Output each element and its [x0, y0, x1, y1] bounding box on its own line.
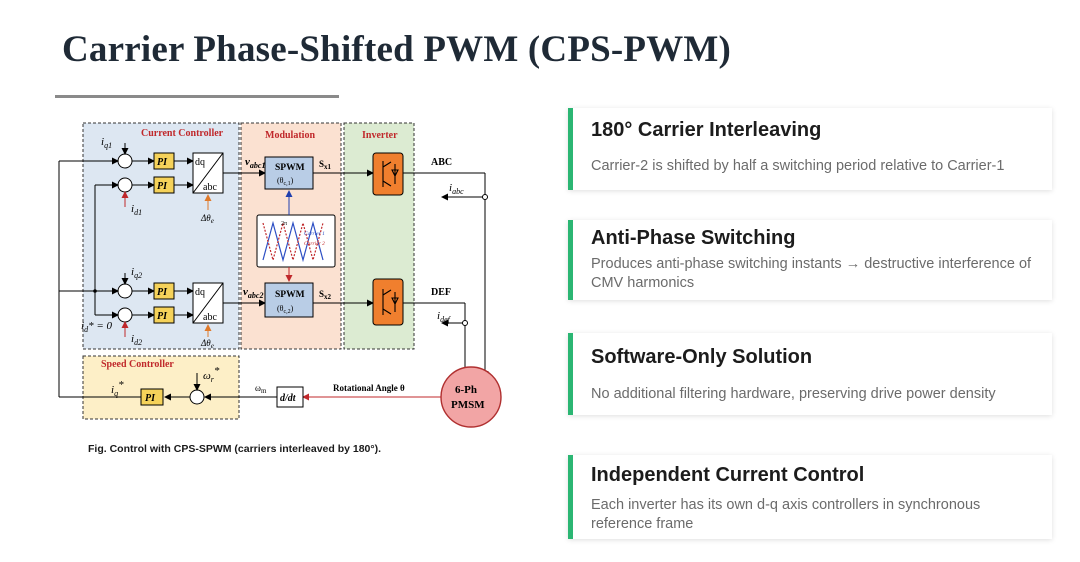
svg-text:iq2: iq2	[131, 266, 142, 280]
card-anti-phase-switching: Anti-Phase Switching Produces anti-phase…	[568, 220, 1052, 300]
svg-text:iq1: iq1	[101, 136, 112, 150]
svg-text:id2: id2	[131, 333, 142, 347]
sum-junction-d2	[117, 307, 133, 323]
page-title: Carrier Phase-Shifted PWM (CPS-PWM)	[62, 29, 732, 70]
svg-text:Carrier 2: Carrier 2	[304, 241, 325, 247]
svg-text:PI: PI	[157, 311, 168, 322]
svg-text:abc: abc	[203, 182, 217, 193]
card-text: No additional filtering hardware, preser…	[591, 386, 996, 402]
svg-text:6-Ph: 6-Ph	[455, 384, 477, 396]
title-underline	[55, 95, 339, 98]
card-independent-control: Independent Current Control Each inverte…	[568, 455, 1052, 539]
speed-controller-region	[82, 355, 240, 420]
card-text: Each inverter has its own d-q axis contr…	[591, 497, 981, 532]
svg-text:PI: PI	[157, 287, 168, 298]
card-text: Produces anti-phase switching instants →…	[591, 256, 1032, 291]
svg-text:iabc: iabc	[449, 182, 464, 196]
svg-text:abc: abc	[203, 312, 217, 323]
svg-text:iq*: iq*	[111, 379, 124, 398]
card-software-only: Software-Only Solution No additional fil…	[568, 333, 1052, 415]
svg-text:Carrier 1: Carrier 1	[304, 231, 325, 237]
pmsm-motor	[440, 366, 502, 428]
svg-text:PI: PI	[145, 393, 156, 404]
card-carrier-interleaving: 180° Carrier Interleaving Carrier-2 is s…	[568, 108, 1052, 190]
svg-text:Rotational Angle θ: Rotational Angle θ	[333, 383, 405, 393]
spwm-block-2	[264, 282, 314, 318]
speed-controller-label: Speed Controller	[101, 359, 174, 370]
inverter-switch-2	[372, 278, 404, 326]
svg-text:PMSM: PMSM	[451, 399, 485, 411]
svg-text:ωr*: ωr*	[203, 365, 220, 384]
carrier-waveforms	[256, 214, 336, 268]
sum-junction-q1	[117, 153, 133, 169]
svg-text:(θc,2): (θc,2)	[277, 304, 294, 315]
svg-text:2π: 2π	[281, 221, 287, 227]
card-title: Software-Only Solution	[591, 346, 813, 368]
inverter-label: Inverter	[362, 130, 398, 141]
svg-text:vabc2: vabc2	[243, 286, 263, 300]
svg-text:Sx2: Sx2	[319, 289, 332, 301]
svg-text:Sx1: Sx1	[319, 159, 332, 171]
svg-text:PI: PI	[157, 157, 168, 168]
figure-caption: Fig. Control with CPS-SPWM (carriers int…	[88, 443, 382, 455]
svg-text:DEF: DEF	[431, 287, 451, 298]
svg-text:idef: idef	[437, 310, 452, 324]
card-title: 180° Carrier Interleaving	[591, 119, 822, 141]
svg-text:dq: dq	[195, 157, 205, 168]
svg-text:PI: PI	[157, 181, 168, 192]
modulation-label: Modulation	[265, 130, 315, 141]
current-controller-label: Current Controller	[141, 128, 224, 139]
control-block-diagram: Current Controller Modulation Inverter S…	[58, 122, 502, 428]
svg-text:id1: id1	[131, 203, 142, 217]
svg-text:Δθe: Δθe	[200, 338, 214, 350]
svg-text:vabc1: vabc1	[245, 156, 265, 170]
svg-text:id* = 0: id* = 0	[81, 320, 112, 334]
card-title: Anti-Phase Switching	[591, 227, 796, 249]
card-title: Independent Current Control	[591, 464, 865, 486]
svg-text:SPWM: SPWM	[275, 290, 305, 300]
svg-text:Δθe: Δθe	[200, 213, 214, 225]
svg-text:(θc,1): (θc,1)	[277, 176, 294, 187]
sum-junction-q2	[117, 283, 133, 299]
inverter-switch-1	[372, 152, 404, 196]
svg-text:SPWM: SPWM	[275, 163, 305, 173]
sum-junction-d1	[117, 177, 133, 193]
card-text: Carrier-2 is shifted by half a switching…	[591, 158, 1005, 174]
svg-text:dq: dq	[195, 287, 205, 298]
svg-text:d/dt: d/dt	[280, 393, 297, 404]
svg-text:ωm: ωm	[255, 383, 267, 395]
svg-text:ABC: ABC	[431, 157, 452, 168]
spwm-block-1	[264, 156, 314, 190]
carrier-1	[262, 220, 324, 263]
sum-junction-speed	[189, 389, 205, 405]
